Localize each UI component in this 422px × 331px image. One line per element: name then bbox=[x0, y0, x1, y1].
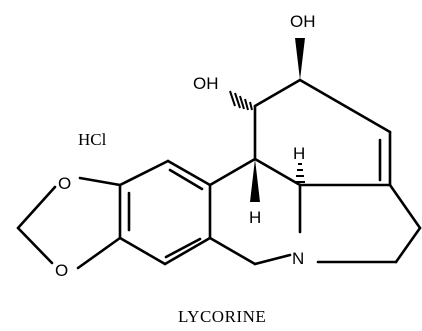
wedge-bond-oh-top bbox=[295, 38, 305, 80]
bond-c4-c5 bbox=[163, 236, 212, 266]
hashed-bond-oh-left bbox=[229, 90, 253, 111]
oxygen-lower-label: O bbox=[55, 261, 68, 280]
hydroxyl-top-label: OH bbox=[290, 12, 316, 31]
bond-c1-c2 bbox=[253, 78, 302, 108]
hydroxyl-left-label: OH bbox=[193, 74, 219, 93]
bond-c11-c10 bbox=[394, 226, 422, 264]
bond-n-c7 bbox=[253, 253, 292, 266]
compound-name-label: LYCORINE bbox=[178, 307, 266, 326]
hydrogen-bridge-top-label: H bbox=[293, 144, 305, 163]
bond-c3-c4 bbox=[343, 104, 392, 134]
bond-c2-c3 bbox=[166, 159, 212, 187]
pyrrolidine-ring bbox=[316, 183, 422, 264]
oxygen-upper-label: O bbox=[58, 174, 71, 193]
bond-c5-c6 bbox=[118, 236, 167, 266]
cyclohexene-ring bbox=[253, 78, 392, 187]
hydrogen-bridge-bottom-label: H bbox=[249, 208, 261, 227]
hashed-bond-h-top bbox=[295, 163, 305, 183]
bond-c12-c11 bbox=[388, 183, 422, 230]
nitrogen-label: N bbox=[292, 249, 304, 268]
bond-c2-c3 bbox=[298, 78, 347, 108]
bond-o2-c6 bbox=[76, 236, 122, 270]
bond-c3-c10b bbox=[208, 157, 257, 187]
bond-c1-o1 bbox=[78, 176, 122, 187]
bond-aromatic-inner-top bbox=[168, 168, 204, 191]
bond-c10b-c4a bbox=[253, 157, 302, 187]
bond-c7-c4 bbox=[208, 236, 257, 266]
benzene-ring bbox=[118, 159, 212, 266]
bond-o1-ch2 bbox=[16, 185, 57, 230]
salt-label: HCl bbox=[78, 130, 107, 149]
wedge-bond-h-bottom bbox=[250, 159, 260, 202]
bond-ch2-o2 bbox=[16, 226, 54, 265]
bond-aromatic-inner-bottom bbox=[164, 237, 202, 259]
middle-ring bbox=[208, 157, 302, 266]
bond-c1-c2 bbox=[118, 159, 170, 187]
dioxole-ring bbox=[16, 176, 122, 270]
